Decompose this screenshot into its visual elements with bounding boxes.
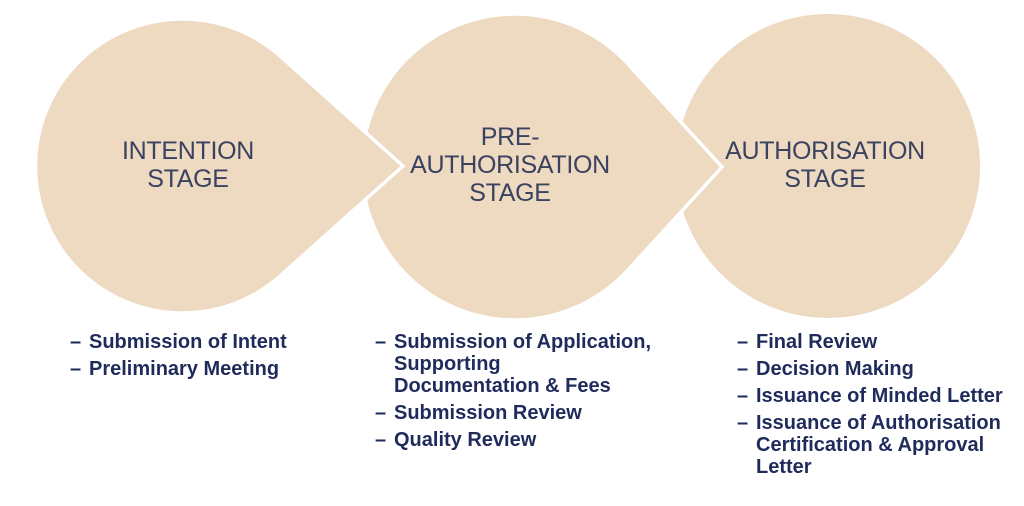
list-item-text: Issuance of Authorisation Certification … (756, 412, 1001, 478)
dash-bullet-icon: – (737, 385, 749, 407)
dash-bullet-icon: – (70, 358, 82, 380)
list-item: – Submission Review (375, 402, 675, 424)
list-item-text: Final Review (756, 331, 878, 353)
dash-bullet-icon: – (737, 412, 749, 434)
dash-bullet-icon: – (375, 402, 387, 424)
list-item: – Submission of Application, Supporting … (375, 331, 675, 397)
intention-stage-bubble (33, 17, 406, 315)
stage-title-pre-authorisation: PRE- AUTHORISATION STAGE (410, 123, 610, 207)
authorisation-stage-bullet-list: – Final Review – Decision Making – Issua… (737, 331, 1024, 478)
list-item-text: Issuance of Minded Letter (756, 385, 1003, 407)
dash-bullet-icon: – (70, 331, 82, 353)
list-item-text: Submission of Application, Supporting Do… (394, 331, 652, 397)
dash-bullet-icon: – (375, 429, 387, 451)
list-item-text: Decision Making (756, 358, 914, 380)
list-item: – Preliminary Meeting (70, 358, 350, 380)
list-item-text: Submission Review (394, 402, 582, 424)
list-item-text: Preliminary Meeting (89, 358, 280, 380)
list-item: – Decision Making (737, 358, 1024, 380)
list-item: – Issuance of Authorisation Certificatio… (737, 412, 1024, 478)
list-item: – Quality Review (375, 429, 675, 451)
dash-bullet-icon: – (375, 331, 387, 353)
authorisation-stage-bubble (676, 14, 980, 318)
stage-title-intention: INTENTION STAGE (121, 137, 255, 193)
dash-bullet-icon: – (737, 331, 749, 353)
list-item: – Final Review (737, 331, 1024, 353)
list-item-text: Quality Review (394, 429, 537, 451)
stage-title-authorisation: AUTHORISATION STAGE (725, 137, 925, 193)
dash-bullet-icon: – (737, 358, 749, 380)
intention-stage-bullet-list: – Submission of Intent – Preliminary Mee… (70, 331, 350, 380)
list-item: – Submission of Intent (70, 331, 350, 353)
list-item-text: Submission of Intent (89, 331, 287, 353)
list-item: – Issuance of Minded Letter (737, 385, 1024, 407)
pre-authorisation-stage-bullet-list: – Submission of Application, Supporting … (375, 331, 675, 451)
